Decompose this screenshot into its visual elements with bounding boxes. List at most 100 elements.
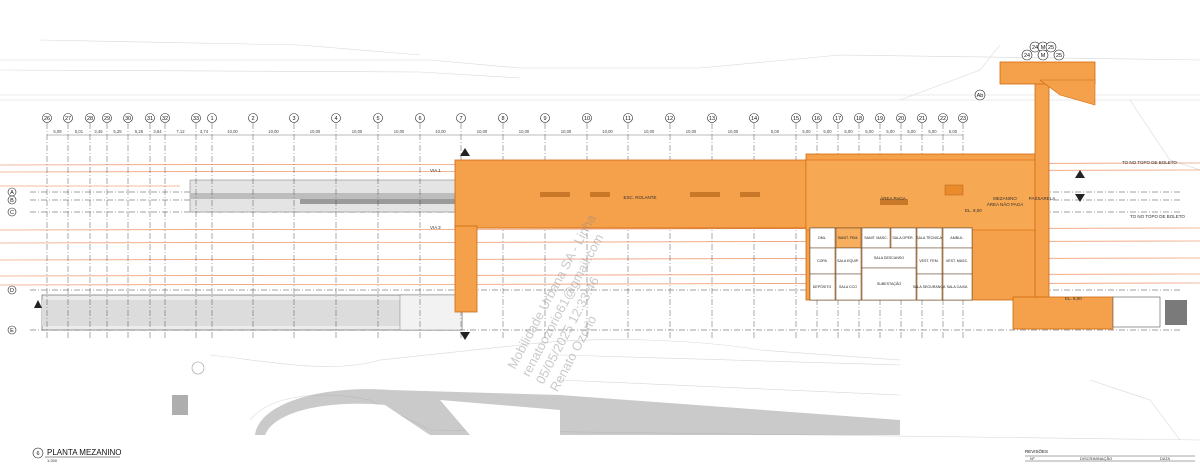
grid-bubble [85,113,95,123]
grid-bubble [373,113,383,123]
grid-spacing: 10,00 [728,129,739,134]
grid-spacing: 5,00 [771,129,780,134]
room-label: SALA CCO [839,285,857,289]
grid-label: 6 [418,116,421,122]
concourse-sub-label: ÁREA NÃO PAGA [987,201,1023,207]
grid-label: 26 [44,116,50,122]
concourse-label: MEZANINO [993,196,1017,201]
room-label: COPA [817,259,828,263]
grid-spacing: 10,00 [644,129,655,134]
grid-label: 25 [1048,45,1054,51]
room-label: DEPÓSITO [813,284,832,289]
grid-spacing: 10,00 [394,129,405,134]
grid-bubble [248,113,258,123]
grid-label: 16 [814,116,820,122]
row-axis-markers: A B C D E [7,187,17,335]
passage-label: PASSARELA [1029,196,1055,201]
grid-label: 19 [877,116,883,122]
section-markers [34,148,1085,340]
track-label: VIA 2 [430,225,441,230]
grid-label: 33 [193,116,199,122]
technical-rooms-block [809,227,973,301]
grid-bubble [791,113,801,123]
annotation-to-platform: TO NO TOPO DE BOLETO [1122,160,1177,165]
sheet-number-badge [32,447,44,459]
bridge-axis-markers: 24 M 25 24 M 25 Ab [974,41,1065,101]
area-labels: ÁREA PAGA MEZANINO ÁREA NÃO PAGA PASSARE… [623,195,1055,207]
grid-label: 18 [856,116,862,122]
revisions-col-date: DATA [1160,456,1170,461]
grid-spacing: 10,00 [352,129,363,134]
grid-bubble [582,113,592,123]
grid-label: 10 [584,116,590,122]
room-label: SALA OPER. [892,236,913,240]
grid-bubble [623,113,633,123]
grid-label: 14 [751,116,757,122]
grid-spacing: 5,01 [75,129,84,134]
grid-bubble [958,113,968,123]
room-label: AMBUL. [950,236,963,240]
grid-label: 7 [459,116,462,122]
level-label: EL. 8,00 [965,208,982,213]
grid-bubble [498,113,508,123]
grid-spacing: 5,25 [113,129,122,134]
grid-bubble [289,113,299,123]
grid-spacing: 3,64 [153,129,162,134]
paid-area-label: ÁREA PAGA [880,195,905,201]
grid-bubble [833,113,843,123]
room-label: SANIT. FEM. [838,236,859,240]
grid-label: 27 [65,116,71,122]
row-label: A [10,190,14,196]
grid-spacing: 10,00 [227,129,238,134]
grid-bubble [749,113,759,123]
title-block: 6 PLANTA MEZANINO 1:250 [32,447,122,463]
grid-bubble [917,113,927,123]
grid-spacing: 10,00 [686,129,697,134]
grid-bubble [63,113,73,123]
revisions-col-number: Nº [1030,456,1035,461]
revisions-table: REVISÕES Nº DISCRIMINAÇÃO DATA [1025,448,1195,462]
grid-spacing: 5,25 [135,129,144,134]
grid-label: 30 [125,116,131,122]
grid-bubble [415,113,425,123]
grid-spacing: 10,00 [435,129,446,134]
grid-label: 22 [940,116,946,122]
site-context [0,39,1200,441]
revisions-col-description: DISCRIMINAÇÃO [1080,456,1112,461]
grid-bubble [207,113,217,123]
room-label: SALA SEGURANÇA [913,285,946,289]
grid-bubble [896,113,906,123]
room-labels: DML SANIT. FEM. SANIT. MASC. SALA OPER. … [813,235,968,289]
grid-bubble [191,113,201,123]
grid-bubble [854,113,864,123]
grid-bubble [42,113,52,123]
grid-spacing: 10,00 [310,129,321,134]
grid-spacing: 3,74 [200,129,209,134]
track-label: VIA 1 [430,168,441,173]
room-label: SUBESTAÇÃO [877,281,902,286]
room-label: SALA TÉCNICA [916,235,942,240]
grid-label: 8 [501,116,504,122]
grid-spacing: 5,00 [949,129,958,134]
room-label: SALA CAIXA [947,285,968,289]
revisions-title: REVISÕES [1025,448,1048,454]
grid-spacing: 5,00 [865,129,874,134]
room-label: SANIT. MASC. [864,236,888,240]
grid-label: 32 [162,116,168,122]
grid-bubble [331,113,341,123]
grid-label: 25 [1056,53,1062,59]
grid-label: 12 [667,116,673,122]
road-context [172,300,1187,435]
level-label: EL. 8,00 [1065,296,1082,301]
room-label: SALA DESCANSO [874,256,904,260]
grid-label: M [1041,53,1046,59]
row-label: C [10,210,14,216]
grid-spacing: 10,00 [602,129,613,134]
grid-label: 1 [210,116,213,122]
room-label: DML [818,236,826,240]
grid-spacing: 5,00 [907,129,916,134]
grid-label: 21 [919,116,925,122]
grid-label: 17 [835,116,841,122]
